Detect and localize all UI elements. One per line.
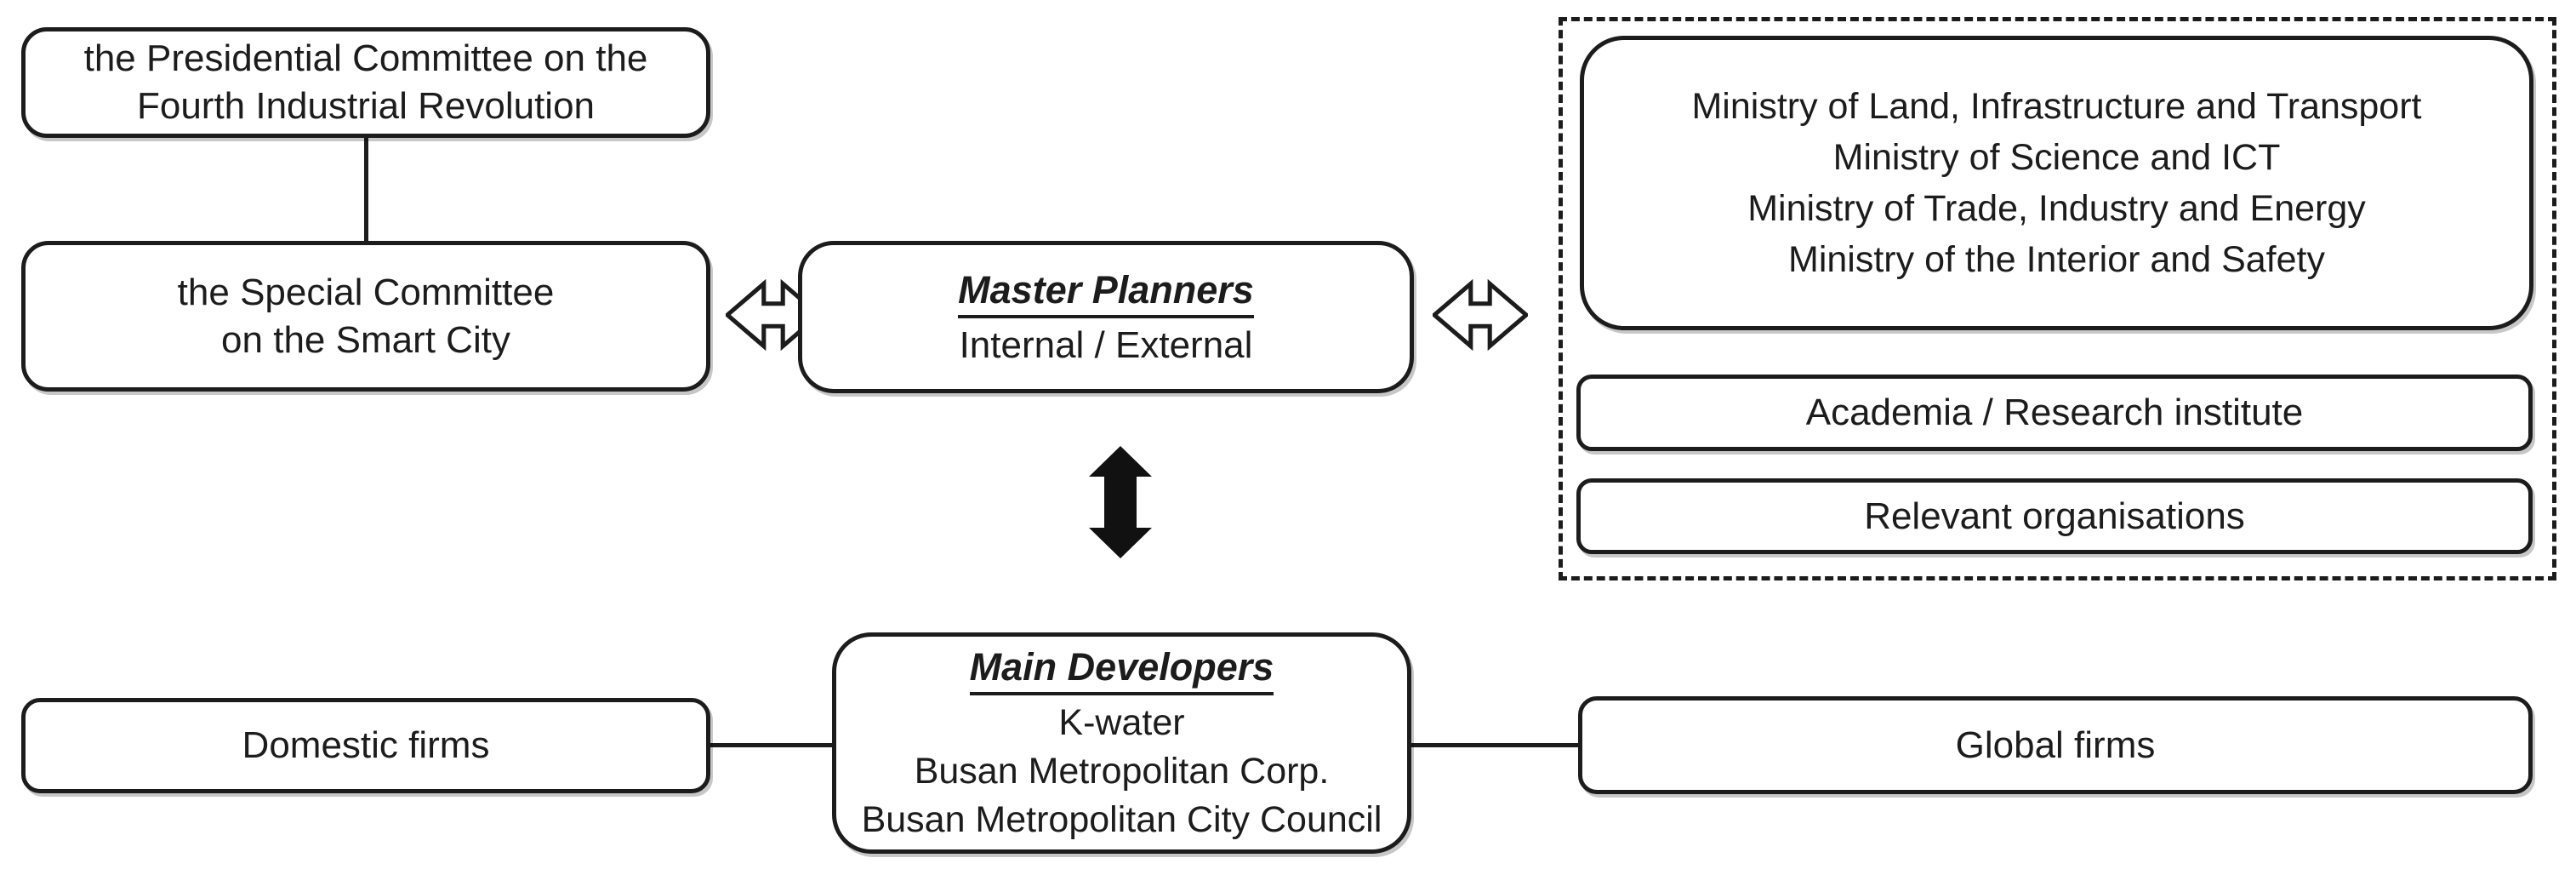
ministries-line4: Ministry of the Interior and Safety: [1788, 239, 2325, 280]
left-right-arrow-icon: [1433, 279, 1528, 351]
government-stakeholders-group: [1559, 17, 2556, 580]
main-developers-line3: Busan Metropolitan City Council: [861, 798, 1382, 840]
main-developers-title: Main Developers: [969, 643, 1274, 695]
academia-label: Academia / Research institute: [1805, 392, 2304, 433]
ministries-line1: Ministry of Land, Infrastructure and Tra…: [1691, 86, 2422, 127]
main-developers-line1: K-water: [1058, 701, 1185, 743]
up-down-arrow-icon: [1089, 446, 1152, 558]
relevant-organisations-box: Relevant organisations: [1576, 478, 2533, 554]
master-planners-subtitle: Internal / External: [959, 323, 1253, 366]
ministries-line2: Ministry of Science and ICT: [1832, 137, 2281, 178]
special-committee-line2: on the Smart City: [221, 318, 510, 361]
main-developers-box: Main Developers K-water Busan Metropolit…: [832, 632, 1411, 854]
academia-box: Academia / Research institute: [1576, 375, 2533, 451]
connector-developers-to-global: [1410, 743, 1580, 747]
master-planners-box: Master Planners Internal / External: [798, 241, 1414, 393]
domestic-firms-label: Domestic firms: [242, 724, 490, 766]
presidential-committee-line2: Fourth Industrial Revolution: [136, 85, 596, 127]
special-committee-line1: the Special Committee: [177, 271, 555, 313]
global-firms-box: Global firms: [1578, 696, 2533, 794]
master-planners-title: Master Planners: [958, 266, 1254, 318]
ministries-line3: Ministry of Trade, Industry and Energy: [1747, 188, 2366, 229]
connector-presidential-to-special: [364, 136, 368, 243]
relevant-organisations-label: Relevant organisations: [1864, 495, 2245, 537]
presidential-committee-box: the Presidential Committee on the Fourth…: [21, 27, 710, 138]
main-developers-line2: Busan Metropolitan Corp.: [914, 750, 1330, 792]
global-firms-label: Global firms: [1955, 723, 2156, 766]
special-committee-box: the Special Committee on the Smart City: [21, 241, 710, 392]
domestic-firms-box: Domestic firms: [21, 698, 710, 793]
ministries-box: Ministry of Land, Infrastructure and Tra…: [1580, 36, 2533, 330]
presidential-committee-line1: the Presidential Committee on the: [83, 37, 648, 79]
connector-domestic-to-developers: [709, 743, 834, 747]
